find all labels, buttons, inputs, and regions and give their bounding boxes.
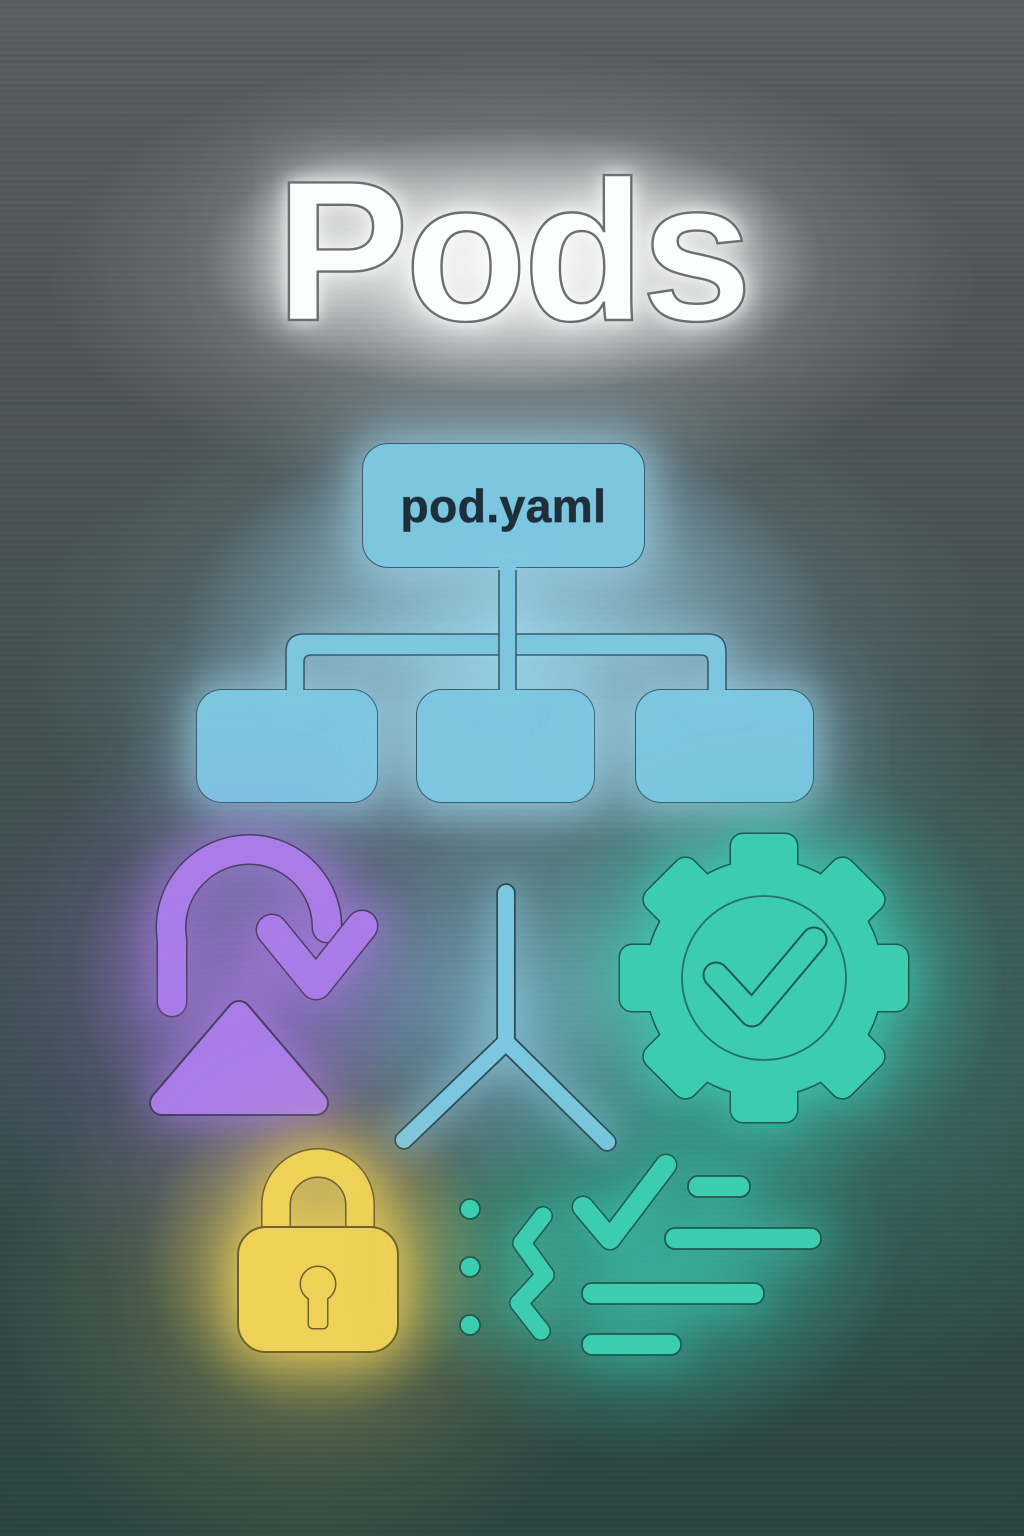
root-box-label: pod.yaml — [400, 479, 607, 532]
pod-container-box-2 — [416, 689, 595, 803]
root-box-pod-yaml: pod.yaml — [362, 443, 645, 568]
page-title: Pods — [274, 140, 753, 363]
pod-container-box-3 — [635, 689, 814, 803]
pod-container-box-1 — [196, 689, 378, 803]
